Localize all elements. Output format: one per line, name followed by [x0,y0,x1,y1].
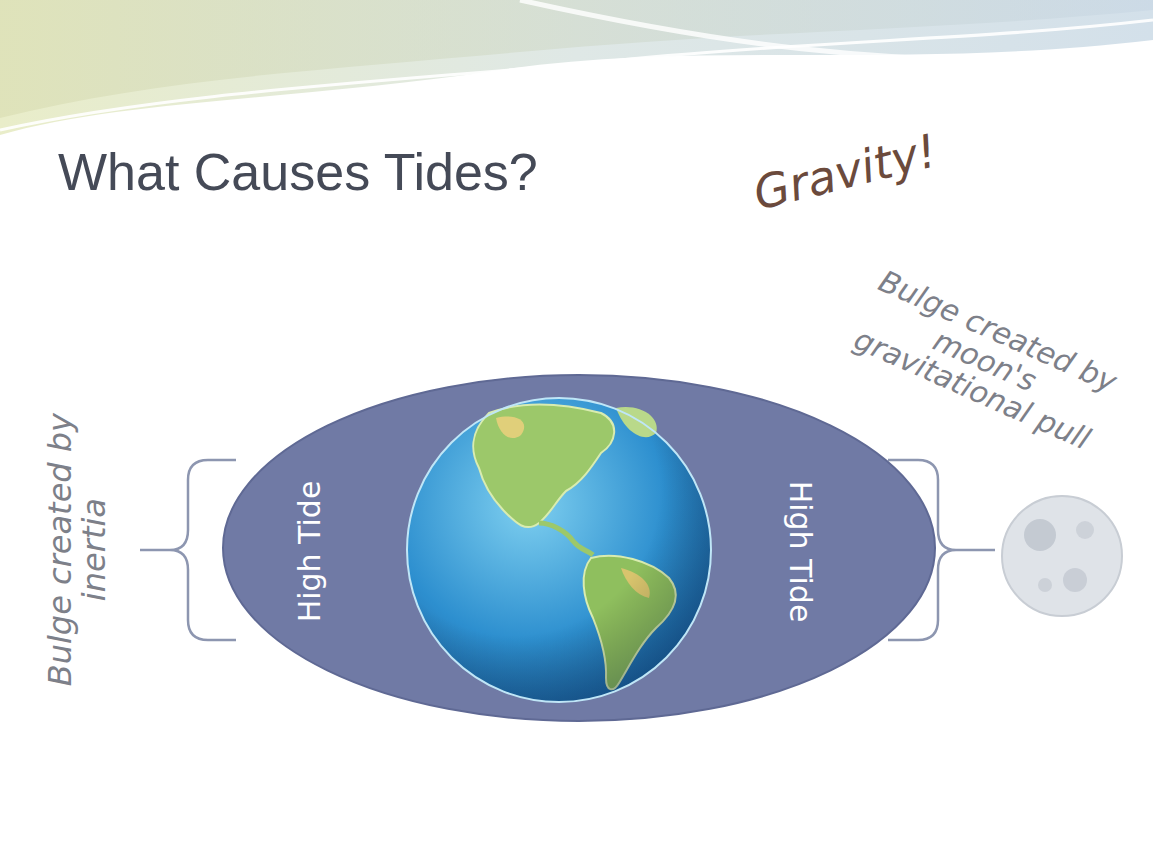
tide-label: High Tide [292,480,327,622]
slide-title: What Causes Tides? [58,142,538,202]
bulge-ellipse: High Tide High Tide [221,373,937,723]
tide-label: High Tide [783,480,818,622]
bulge-note: Bulge created by moon's gravitational pu… [829,256,1142,464]
earth-globe [221,373,937,723]
bulge-note: Bulge created by inertia [44,410,111,690]
moon [1002,496,1122,616]
handwritten-answer: Gravity! [749,126,942,218]
